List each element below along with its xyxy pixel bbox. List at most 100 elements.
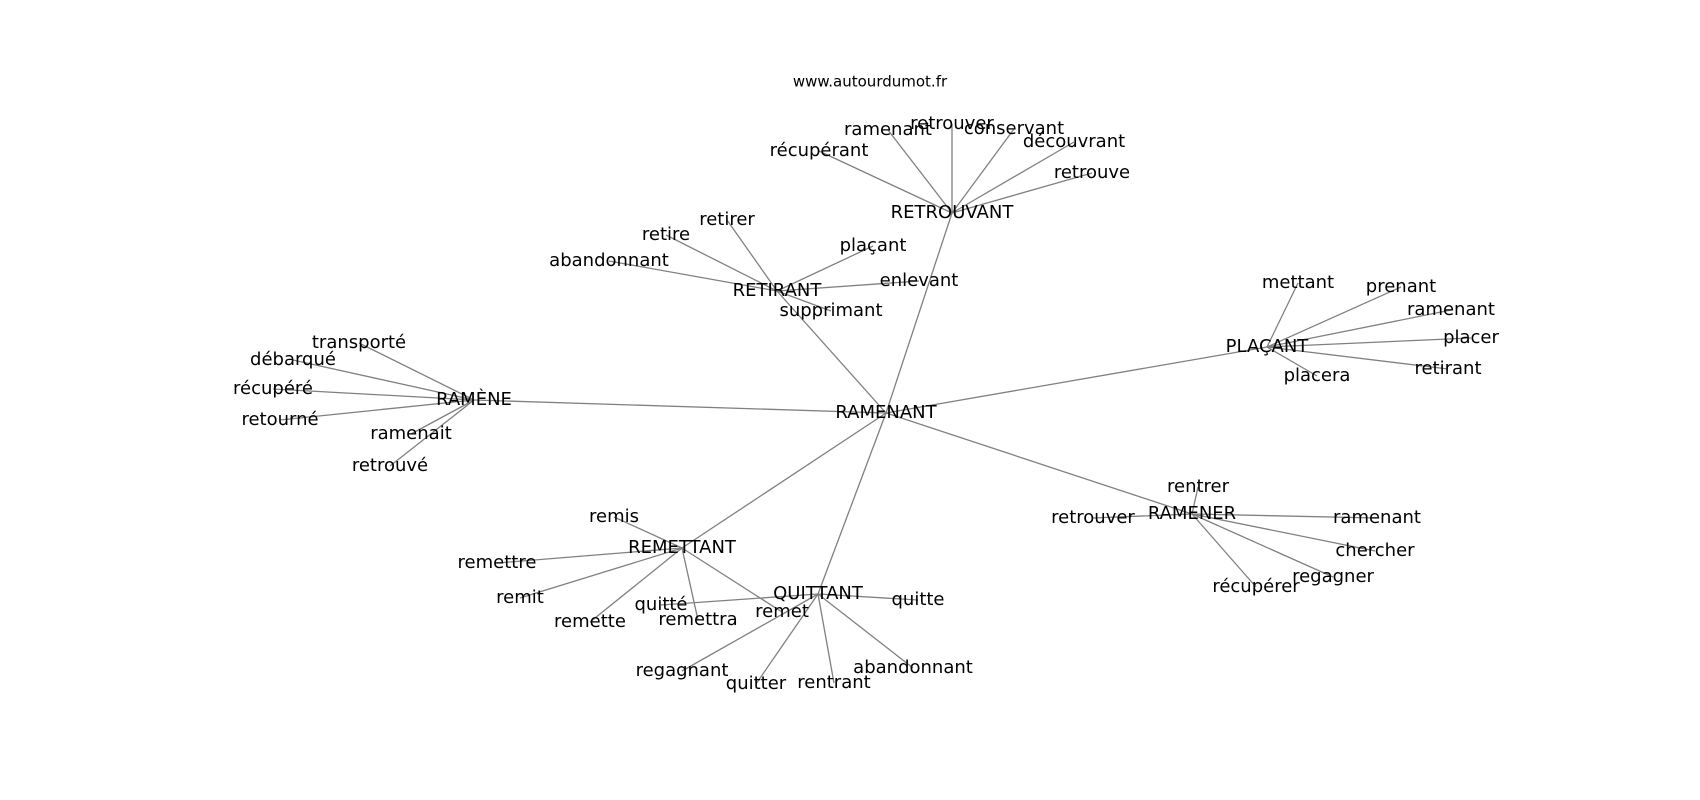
edge-ramener-rr_recuperer xyxy=(1191,513,1257,588)
edge-remettant-re_remette xyxy=(589,547,683,623)
node-ramener: RAMENER xyxy=(1148,503,1236,524)
node-ri-supprimant: supprimant xyxy=(779,300,882,321)
edge-ramene-ra_ramenait xyxy=(410,399,475,435)
edge-placant-pl_ramenant xyxy=(1266,309,1452,348)
edge-remettant-re_remet xyxy=(681,547,783,613)
edge-remettant-re_remis xyxy=(613,516,683,549)
edge-quittant-qu_quitte xyxy=(817,593,919,601)
edge-ramene-ra_recupere xyxy=(272,388,475,401)
edge-ramener-rr_rentrer xyxy=(1191,486,1199,515)
edge-ramenant_center-retrouvant xyxy=(885,212,953,414)
edge-retrouvant-rt_conservant xyxy=(951,128,1015,214)
node-ri-retire: retire xyxy=(642,224,690,245)
node-pl-placera: placera xyxy=(1284,365,1351,386)
edge-retrouvant-rt_decouvrant xyxy=(951,141,1075,214)
node-ri-retirer: retirer xyxy=(699,209,755,230)
node-ri-enlevant: enlevant xyxy=(880,270,959,291)
edge-ramene-ra_retourne xyxy=(279,399,475,421)
edge-retrouvant-rt_recuperant xyxy=(818,150,953,214)
node-ra-transporte: transporté xyxy=(312,332,406,353)
node-rt-conservant: conservant xyxy=(964,118,1064,139)
node-rr-recuperer: récupérer xyxy=(1212,576,1300,597)
node-retirant: RETIRANT xyxy=(733,280,823,301)
edge-ramener-rr_ramenant xyxy=(1191,513,1378,519)
node-qu-quitte-pp: quitté xyxy=(634,594,687,615)
edge-ramener-rr_regagner xyxy=(1191,513,1334,578)
node-rr-retrouver: retrouver xyxy=(1051,507,1135,528)
edge-retirant-ri_enlevant xyxy=(776,280,920,292)
node-quittant: QUITTANT xyxy=(773,583,864,604)
node-remettant: REMETTANT xyxy=(628,537,737,558)
node-ri-abandonnant: abandonnant xyxy=(549,250,669,271)
edge-ramenant_center-remettant xyxy=(681,412,887,549)
node-rr-chercher: chercher xyxy=(1335,540,1415,561)
node-pl-prenant: prenant xyxy=(1366,276,1436,297)
edge-remettant-re_remit xyxy=(519,547,683,599)
edge-placant-pl_mettant xyxy=(1266,282,1299,348)
edge-placant-pl_retirant xyxy=(1266,346,1449,370)
edge-ramenant_center-ramener xyxy=(885,412,1193,515)
node-pl-placer: placer xyxy=(1443,327,1499,348)
node-rt-retrouve: retrouve xyxy=(1054,162,1130,183)
edge-quittant-qu_rentrant xyxy=(817,593,835,684)
node-rr-regagner: regagner xyxy=(1292,566,1374,587)
edge-ramener-rr_retrouver xyxy=(1092,513,1193,519)
node-pl-mettant: mettant xyxy=(1262,272,1334,293)
edge-retirant-ri_placant xyxy=(776,245,874,292)
node-ri-placant: plaçant xyxy=(840,235,907,256)
node-ra-debarque: débarqué xyxy=(250,349,336,370)
edge-placant-pl_prenant xyxy=(1266,286,1402,348)
node-rr-ramenant: ramenant xyxy=(1333,507,1421,528)
edge-retirant-ri_retire xyxy=(665,234,778,292)
node-re-remettra: remettra xyxy=(658,609,737,630)
edge-retrouvant-rt_retrouve xyxy=(951,172,1093,214)
node-ramene: RAMÈNE xyxy=(436,388,512,410)
site-url: www.autourdumot.fr xyxy=(793,73,948,91)
edge-remettant-re_remettra xyxy=(681,547,699,621)
node-pl-retirant: retirant xyxy=(1414,358,1481,379)
node-ra-retourne: retourné xyxy=(241,409,318,430)
edge-retirant-ri_retirer xyxy=(726,219,778,292)
node-ra-retrouve: retrouvé xyxy=(352,455,428,476)
edge-retirant-ri_supprimant xyxy=(776,290,832,312)
node-ramenant-center: RAMENANT xyxy=(835,402,937,423)
node-re-remit: remit xyxy=(496,587,544,608)
edge-quittant-qu_regagnant xyxy=(681,593,819,672)
edge-retirant-ri_abandonnant xyxy=(608,260,778,292)
edge-ramenant_center-retirant xyxy=(776,290,887,414)
node-rt-decouvrant: découvrant xyxy=(1023,131,1125,152)
node-qu-rentrant: rentrant xyxy=(797,672,870,693)
node-placant: PLAÇANT xyxy=(1226,336,1310,357)
node-re-remis: remis xyxy=(589,506,639,527)
node-qu-abandonnant: abandonnant xyxy=(853,657,973,678)
node-retrouvant: RETROUVANT xyxy=(891,202,1015,223)
edge-quittant-qu_abandonnant xyxy=(817,593,914,669)
node-rt-retrouver: retrouver xyxy=(910,113,994,134)
graph-nodes: RAMENANT RETROUVANT RETIRANT PLAÇANT RAMÈNE R… xyxy=(233,113,1499,694)
edge-ramenant_center-ramene xyxy=(473,399,887,414)
node-pl-ramenant: ramenant xyxy=(1407,299,1495,320)
node-qu-quitte: quitte xyxy=(891,589,944,610)
node-re-remet: remet xyxy=(755,601,809,622)
edge-ramenant_center-placant xyxy=(885,346,1268,414)
edge-placant-pl_placer xyxy=(1266,337,1472,348)
edge-placant-pl_placera xyxy=(1266,346,1318,377)
edge-ramene-ra_transporte xyxy=(358,342,475,401)
node-qu-quitter: quitter xyxy=(726,673,787,694)
edge-remettant-re_remettre xyxy=(496,547,683,564)
node-re-remette: remette xyxy=(554,611,626,632)
node-ra-ramenait: ramenait xyxy=(370,423,452,444)
edge-ramene-ra_retrouve xyxy=(389,399,475,467)
edge-retrouvant-rt_ramenant xyxy=(887,129,953,214)
edge-ramener-rr_chercher xyxy=(1191,513,1376,552)
node-rr-rentrer: rentrer xyxy=(1167,476,1230,497)
edge-ramene-ra_debarque xyxy=(292,359,475,401)
graph-edges xyxy=(272,124,1472,685)
edge-quittant-qu_quitter xyxy=(755,593,819,685)
edge-ramenant_center-quittant xyxy=(817,412,887,595)
node-rt-recuperant: récupérant xyxy=(770,140,869,161)
node-qu-regagnant: regagnant xyxy=(636,660,729,681)
node-re-remettre: remettre xyxy=(458,552,537,573)
node-rt-ramenant: ramenant xyxy=(844,119,932,140)
